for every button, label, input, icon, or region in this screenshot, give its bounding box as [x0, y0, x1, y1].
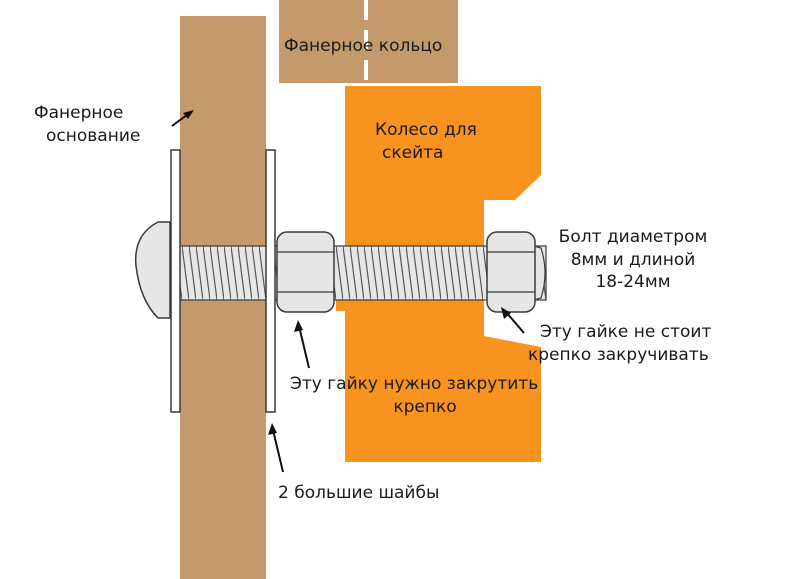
label-bolt-line1: Болт диаметром [558, 227, 708, 247]
label-bolt-line3: 18-24мм [595, 272, 671, 292]
label-wheel-line1: Колесо для [375, 120, 477, 140]
bolt-head [134, 221, 171, 319]
label-loose-nut-line2: крепко закручивать [528, 345, 709, 365]
arrow-tight-nut [294, 320, 310, 369]
label-plywood-base-line1: Фанерное [34, 103, 124, 123]
plywood-ring [279, 0, 458, 83]
tight-nut [276, 231, 335, 313]
arrow-washers [268, 423, 284, 473]
label-plywood-ring: Фанерное кольцо [284, 36, 443, 56]
label-loose-nut-line1: Эту гайке не стоит [540, 322, 712, 342]
label-plywood-base-line2: основание [46, 126, 141, 146]
label-tight-nut-line2: крепко [393, 397, 457, 417]
label-wheel-line2: скейта [382, 143, 444, 163]
bolt-shaft [177, 245, 547, 301]
arrow-plywood-base [171, 110, 194, 127]
label-tight-nut-line1: Эту гайку нужно закрутить [290, 374, 539, 394]
loose-nut [486, 231, 536, 313]
washer-right [265, 149, 276, 413]
arrow-loose-nut [501, 307, 525, 334]
bolt-tip [533, 245, 546, 301]
washer-left [170, 149, 181, 413]
label-bolt-line2: 8мм и длиной [570, 250, 696, 270]
label-washers: 2 большие шайбы [278, 483, 440, 503]
